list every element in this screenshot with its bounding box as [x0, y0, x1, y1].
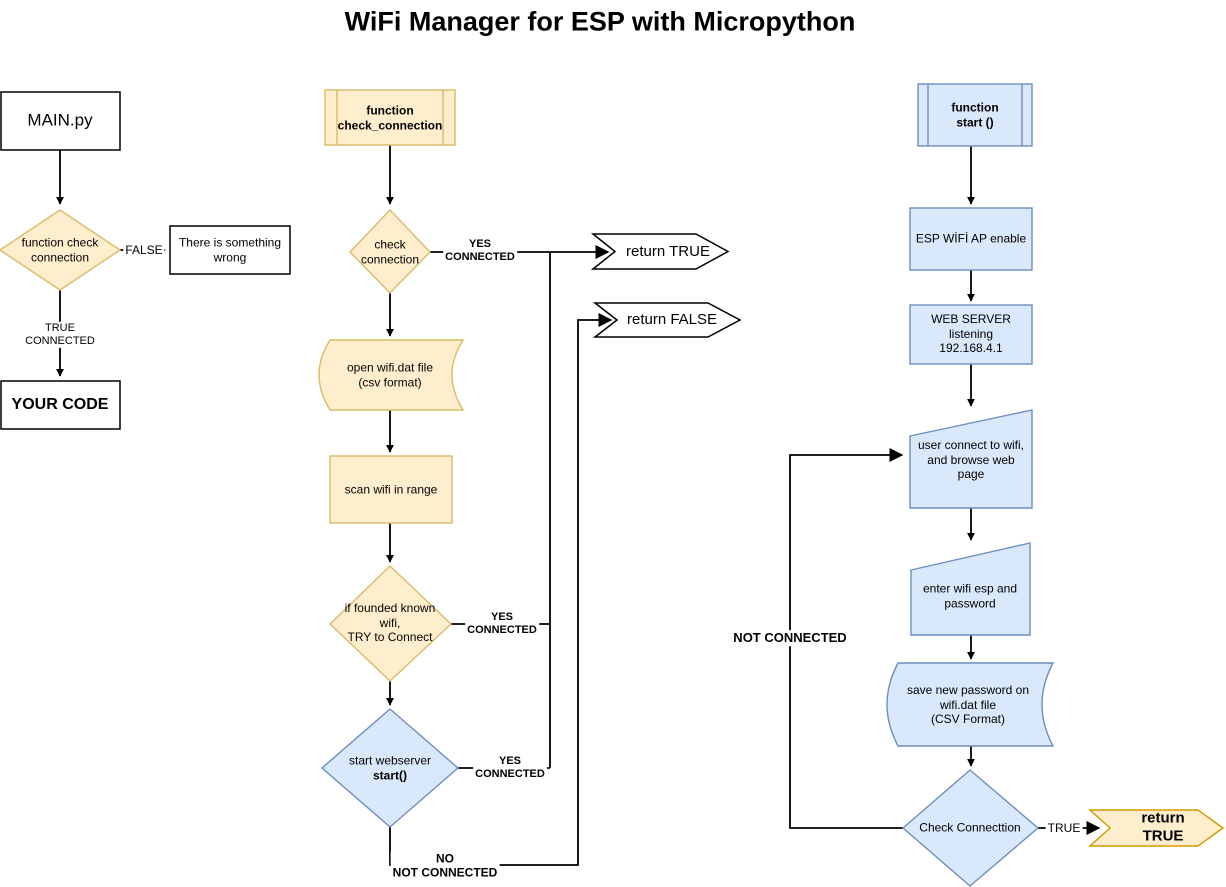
node-main-py — [0, 91, 121, 151]
node-something-wrong — [169, 225, 291, 275]
yes-connected-edge-label-3: YES CONNECTED — [473, 754, 547, 782]
node-save-password — [886, 662, 1055, 747]
sub-start-label: function start () — [951, 100, 999, 129]
yes-connected-edge-label-2: YES CONNECTED — [465, 610, 539, 638]
node-esp-wifi-ap — [909, 207, 1033, 271]
return-true-end-label: return TRUE — [1141, 809, 1185, 845]
return-false-label: return FALSE — [626, 310, 718, 328]
node-open-wifi-dat-file — [318, 339, 465, 411]
return-true-label: return TRUE — [626, 242, 710, 260]
node-check-connecttion-decision — [901, 769, 1040, 887]
true-connected-edge-label: TRUE CONNECTED — [23, 321, 97, 349]
web-server-label: WEB SERVER listening 192.168.4.1 — [931, 312, 1011, 356]
start-webserver-line2: start() — [372, 768, 407, 782]
user-connect-label: user connect to wifi, and browse web pag… — [917, 438, 1025, 482]
node-return-true-end-chevron — [1088, 809, 1225, 847]
page-title: WiFi Manager for ESP with Micropython — [344, 6, 856, 37]
true-edge-label: TRUE — [1045, 820, 1083, 836]
node-user-connect — [909, 409, 1033, 509]
node-return-false-chevron — [592, 302, 742, 338]
save-password-label: save new password on wifi.dat file (CSV … — [906, 683, 1030, 727]
node-scan-wifi — [329, 455, 453, 524]
yes-connected-edge-label-1: YES CONNECTED — [443, 237, 517, 265]
node-return-true-chevron — [590, 233, 730, 270]
main-py-label: MAIN.py — [27, 110, 93, 130]
start-webserver-label: start webserver start() — [335, 753, 445, 782]
node-check-connection-decision — [349, 208, 431, 295]
sub-check-connection-label: function check_connection — [337, 103, 443, 132]
no-not-connected-edge-label: NO NOT CONNECTED — [390, 851, 500, 881]
check-connection-label: check connection — [360, 237, 420, 266]
if-founded-label: if founded known wifi, TRY to Connect — [344, 601, 436, 645]
node-sub-start — [917, 83, 1033, 147]
open-wifi-dat-label: open wifi.dat file (csv format) — [346, 360, 434, 389]
start-webserver-line1: start webserver — [348, 753, 432, 768]
node-start-webserver-decision — [320, 708, 460, 828]
something-wrong-label: There is something wrong — [178, 235, 282, 264]
edge-no-to-return-false — [389, 313, 613, 866]
node-enter-wifi — [910, 542, 1031, 636]
node-your-code — [0, 380, 121, 430]
enter-wifi-label: enter wifi esp and password — [922, 581, 1018, 610]
node-sub-check-connection — [324, 89, 456, 146]
function-check-decision-label: function check connection — [21, 235, 99, 264]
node-function-check-decision — [0, 209, 122, 291]
esp-ap-label: ESP WİFİ AP enable — [915, 231, 1027, 246]
false-edge-label: FALSE — [123, 242, 165, 258]
not-connected-edge-label: NOT CONNECTED — [731, 630, 849, 646]
node-if-founded-decision — [328, 565, 453, 682]
check-connecttion-label: Check Connecttion — [919, 820, 1021, 835]
your-code-label: YOUR CODE — [11, 396, 109, 414]
scan-wifi-label: scan wifi in range — [344, 482, 438, 497]
node-web-server — [909, 304, 1033, 365]
